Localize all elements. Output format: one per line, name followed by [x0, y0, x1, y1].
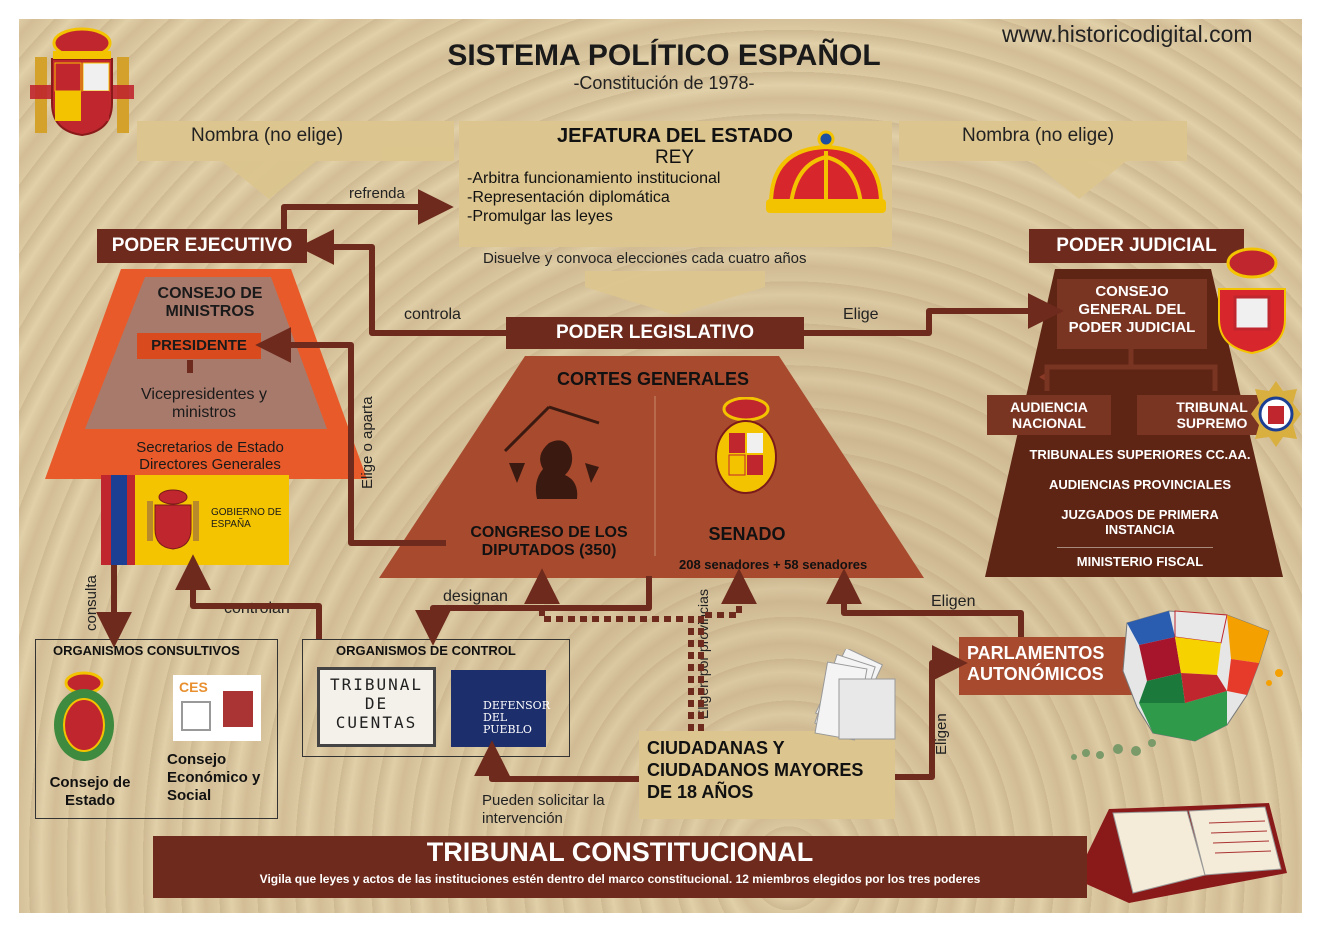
website-link[interactable]: www.historicodigital.com: [1002, 21, 1253, 47]
judicial-item: AUDIENCIAS PROVINCIALES: [1048, 477, 1232, 492]
tc-description: Vigila que leyes y actos de las instituc…: [259, 872, 981, 886]
ces-logo: CES: [173, 675, 261, 741]
senadores-label: 208 senadores + 58 senadores: [679, 557, 868, 572]
tc-banner: [153, 836, 1087, 898]
ballot-papers-icon: [814, 649, 896, 741]
poder-ejecutivo-header: PODER EJECUTIVO: [97, 229, 307, 263]
cgpj-box: CONSEJO GENERAL DEL PODER JUDICIAL: [1057, 279, 1207, 349]
logo-red-stripe-2: [127, 475, 135, 565]
consejo-ministros-title: CONSEJO DE MINISTROS: [157, 285, 263, 320]
jefatura-title: JEFATURA DEL ESTADO: [557, 125, 793, 147]
diagram-canvas: SISTEMA POLÍTICO ESPAÑOL -Constitución d…: [19, 19, 1302, 913]
function-item: -Arbitra funcionamiento institucional: [467, 170, 721, 187]
cortes-trapezoid: [379, 356, 924, 578]
gobierno-logo: GOBIERNO DE ESPAÑA: [101, 475, 289, 565]
consultivos-box: [35, 639, 278, 819]
page-title: SISTEMA POLÍTICO ESPAÑOL: [447, 39, 881, 72]
eligen-senado-label: Eligen: [931, 593, 976, 610]
judicial-item: TRIBUNALES SUPERIORES CC.AA.: [1029, 447, 1251, 462]
disuelve-label: Disuelve y convoca elecciones cada cuatr…: [483, 250, 807, 267]
jefatura-functions: -Arbitra funcionamiento institucional -R…: [467, 169, 720, 226]
cgpj-emblem-icon: [1218, 247, 1286, 355]
directores-line: Directores Generales: [139, 456, 281, 473]
rey-label: REY: [655, 147, 695, 168]
function-item: -Promulgar las leyes: [467, 208, 613, 225]
elige-cgpj-label: Elige: [843, 306, 879, 323]
presidente-box: PRESIDENTE: [137, 333, 261, 359]
coat-of-arms-icon: [147, 489, 199, 550]
ces-logo-mark: [181, 701, 211, 731]
tc-title: TRIBUNAL CONSTITUCIONAL: [426, 837, 814, 867]
tribunal-cuentas-plaque: TRIBUNAL DE CUENTAS: [317, 667, 436, 747]
cortes-title: CORTES GENERALES: [556, 369, 750, 389]
page-subtitle: -Constitución de 1978-: [573, 73, 755, 93]
crown-icon: [766, 130, 886, 213]
nombra-band-right: [899, 121, 1187, 161]
ciudadanos-box: CIUDADANAS Y CIUDADANOS MAYORES DE 18 AÑ…: [639, 731, 895, 819]
consejo-estado-label: Consejo de Estado: [49, 774, 131, 809]
ces-label: Consejo Económico y Social: [167, 751, 261, 804]
canary-islands-icon: [1071, 739, 1156, 760]
poder-legislativo-header: PODER LEGISLATIVO: [506, 317, 804, 349]
designan-label: designan: [443, 588, 508, 605]
coat-of-arms-icon: [30, 27, 134, 137]
spain-regions-map-icon: [1122, 610, 1283, 742]
poder-judicial-header: PODER JUDICIAL: [1029, 229, 1244, 263]
ces-logo-emblem: [223, 691, 253, 727]
eligen-provincias-label: Eligen por provincias: [695, 589, 711, 719]
congreso-label: CONGRESO DE LOS DIPUTADOS (350): [470, 524, 628, 559]
secretarios-line: Secretarios de Estado: [136, 439, 284, 456]
logo-red-stripe: [101, 475, 111, 565]
pueden-label: Pueden solicitar la intervención: [482, 792, 605, 827]
elige-aparta-label: Elige o aparta: [359, 396, 376, 489]
constitution-book-icon: [1075, 803, 1287, 903]
consulta-label: consulta: [83, 575, 100, 631]
eligen-autonomicos-label: Eligen: [933, 713, 950, 755]
judicial-item: JUZGADOS DE PRIMERA INSTANCIA: [1061, 507, 1219, 537]
gobierno-logo-text: GOBIERNO DE ESPAÑA: [211, 507, 282, 530]
parlamentos-box: PARLAMENTOS AUTONÓMICOS: [959, 637, 1139, 695]
function-item: -Representación diplomática: [467, 189, 670, 206]
coat-of-arms-icon: [54, 671, 114, 761]
ces-logo-text: CES: [179, 679, 208, 695]
consultivos-title: ORGANISMOS CONSULTIVOS: [53, 643, 240, 658]
senado-emblem-icon: [715, 397, 777, 494]
judicial-item: MINISTERIO FISCAL: [1076, 554, 1204, 569]
nombra-right-label: Nombra (no elige): [962, 125, 1115, 146]
lion-icon: [503, 405, 600, 499]
supreme-court-emblem-icon: [1251, 381, 1301, 447]
vicepresidentes-label: Vicepresidentes y ministros: [141, 386, 267, 421]
audiencia-nacional-box: AUDIENCIA NACIONAL: [987, 395, 1111, 435]
controlan-label: controlan: [224, 600, 290, 617]
refrenda-label: refrenda: [349, 185, 405, 202]
logo-blue-stripe: [111, 475, 127, 565]
control-title: ORGANISMOS DE CONTROL: [336, 643, 516, 658]
judicial-divider: [1057, 547, 1213, 548]
nombra-left-label: Nombra (no elige): [191, 125, 344, 146]
controla-label: controla: [404, 306, 461, 323]
secretarios-label: Secretarios de Estado Directores General…: [95, 439, 325, 473]
senado-label: SENADO: [708, 524, 786, 544]
defensor-pueblo-logo: DEFENSOR DEL PUEBLO: [451, 670, 550, 747]
